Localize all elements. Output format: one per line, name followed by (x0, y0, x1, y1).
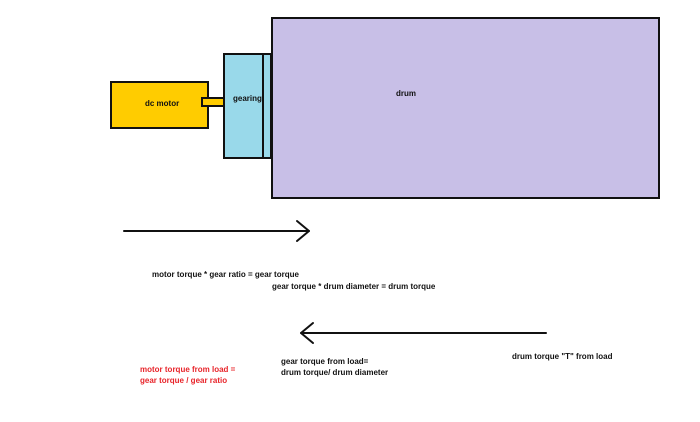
dc-motor-label: dc motor (145, 99, 180, 108)
gear-from-load-line-2: drum torque/ drum diameter (281, 368, 389, 377)
motor-to-gear-equation: motor torque * gear ratio = gear torque (152, 270, 299, 279)
motor-from-load-line-2: gear torque / gear ratio (140, 376, 228, 385)
backward-arrow (300, 322, 547, 344)
forward-arrow (123, 220, 310, 242)
motor-from-load-line-1: motor torque from load = (140, 365, 236, 374)
drum-label: drum (396, 89, 416, 98)
gear-to-drum-equation: gear torque * drum diameter = drum torqu… (272, 282, 436, 291)
gear-from-load-line-1: gear torque from load= (281, 357, 369, 366)
drum-box (271, 17, 660, 199)
drum-load-torque-label: drum torque "T" from load (512, 352, 613, 361)
gearing-label: gearing (233, 94, 262, 103)
dc-motor-box (110, 81, 209, 129)
